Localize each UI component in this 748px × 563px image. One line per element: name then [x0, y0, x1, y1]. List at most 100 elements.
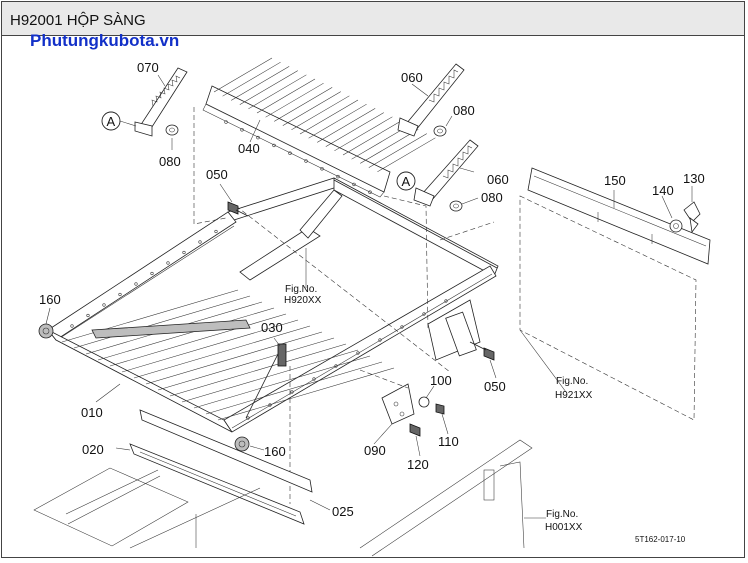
- svg-text:Fig.No.: Fig.No.: [285, 284, 317, 295]
- grating-tine: [265, 82, 324, 118]
- part-120-bolt: [409, 423, 421, 437]
- sieve-slat: [73, 295, 251, 349]
- part-140-washer: [669, 219, 683, 233]
- sieve-slats: [61, 289, 395, 421]
- fig-ref-h001xx: Fig.No. H001XX: [545, 509, 583, 533]
- sieve-slat: [121, 319, 299, 373]
- title-bar: H92001 HỘP SÀNG: [2, 2, 744, 36]
- bolt-hole: [198, 240, 202, 244]
- bolt-hole: [86, 313, 90, 318]
- label-130: 130: [683, 171, 705, 186]
- part-070-rack: [134, 67, 188, 137]
- sieve-slat: [205, 361, 383, 415]
- callout-a-right: A: [396, 171, 416, 191]
- label-100: 100: [430, 373, 452, 388]
- bolt-hole: [246, 416, 250, 420]
- svg-text:A: A: [402, 174, 411, 189]
- bolt-hole: [444, 299, 448, 303]
- ref-panel-h921xx: [519, 195, 697, 421]
- sieve-slat: [145, 331, 323, 385]
- sieve-slat: [193, 355, 371, 409]
- grating-tines: [213, 57, 436, 173]
- label-080-left: 080: [159, 154, 181, 169]
- bolt-hole: [356, 351, 360, 355]
- grating-tine: [248, 74, 307, 110]
- label-150: 150: [604, 173, 626, 188]
- part-010-sieve-box: [47, 120, 499, 504]
- watermark-text: Phutungkubota.vn: [30, 31, 180, 50]
- svg-text:A: A: [107, 114, 116, 129]
- label-080-upper: 080: [453, 103, 475, 118]
- label-050-left: 050: [206, 167, 228, 182]
- bolt-hole: [224, 120, 228, 124]
- bolt-hole: [166, 261, 170, 265]
- sieve-slat: [61, 289, 239, 343]
- bolt-hole: [352, 182, 356, 187]
- label-160-left: 160: [39, 292, 61, 307]
- label-140: 140: [652, 183, 674, 198]
- bolt-hole: [336, 174, 340, 179]
- bolt-hole: [320, 167, 324, 171]
- bolt-hole: [334, 364, 338, 368]
- leader-lines: [45, 74, 693, 519]
- part-160-bearing-right: [234, 436, 250, 452]
- label-050-right: 050: [484, 379, 506, 394]
- grating-tine: [360, 129, 419, 164]
- label-160-right: 160: [264, 444, 286, 459]
- part-025-strip: [139, 409, 313, 493]
- bolt-hole: [272, 143, 276, 148]
- label-030: 030: [261, 320, 283, 335]
- label-080-lower: 080: [481, 190, 503, 205]
- callout-a-left: A: [101, 111, 137, 131]
- bolt-hole: [268, 403, 272, 407]
- sieve-slat: [181, 349, 359, 403]
- part-060-rack-upper: [397, 63, 465, 137]
- fig-ref-h921xx: Fig.No. H921XX: [555, 376, 593, 401]
- svg-text:Fig.No.: Fig.No.: [556, 376, 588, 387]
- part-labels: 070 040 060 080 080 060 080 150 140 130 …: [39, 60, 705, 519]
- part-040-grating: [202, 57, 436, 198]
- bolt-hole: [182, 250, 186, 255]
- sieve-slat: [133, 325, 311, 379]
- part-110-bolt: [435, 403, 445, 415]
- svg-text:H921XX: H921XX: [555, 390, 593, 401]
- bolt-hole: [304, 159, 308, 163]
- bolt-hole: [256, 135, 260, 140]
- label-120: 120: [407, 457, 429, 472]
- sieve-slat: [217, 367, 395, 421]
- grating-tine: [239, 70, 298, 105]
- sieve-slat: [157, 337, 335, 391]
- part-080-washers: [165, 124, 463, 212]
- part-050-bolt-right: [469, 341, 495, 361]
- label-110: 110: [438, 434, 459, 449]
- grating-tine: [213, 57, 273, 93]
- bolt-hole: [102, 303, 106, 307]
- svg-text:H001XX: H001XX: [545, 522, 583, 533]
- part-060-rack-lower: [413, 139, 479, 207]
- bolt-hole: [368, 190, 372, 194]
- part-020-strip: [129, 443, 305, 525]
- label-060-upper: 060: [401, 70, 423, 85]
- sieve-slat: [97, 307, 275, 361]
- bolt-hole: [118, 292, 122, 297]
- svg-text:H920XX: H920XX: [284, 295, 322, 306]
- grating-tine: [282, 91, 341, 126]
- label-010: 010: [81, 405, 103, 420]
- label-040: 040: [238, 141, 260, 156]
- drawing-code: 5T162-017-10: [635, 535, 686, 544]
- bolt-hole: [240, 128, 244, 132]
- grating-tine: [274, 87, 333, 122]
- fig-ref-h920xx: Fig.No. H920XX: [284, 284, 322, 306]
- grating-tine: [299, 99, 359, 135]
- bolt-hole: [150, 271, 154, 276]
- part-130-wing-nut: [683, 201, 701, 234]
- label-060-lower: 060: [487, 172, 509, 187]
- grating-tine: [222, 61, 281, 97]
- grating-tine: [377, 137, 436, 173]
- bolt-hole: [378, 338, 382, 342]
- grating-tine: [291, 95, 350, 131]
- bolt-hole: [288, 151, 292, 155]
- label-025: 025: [332, 504, 354, 519]
